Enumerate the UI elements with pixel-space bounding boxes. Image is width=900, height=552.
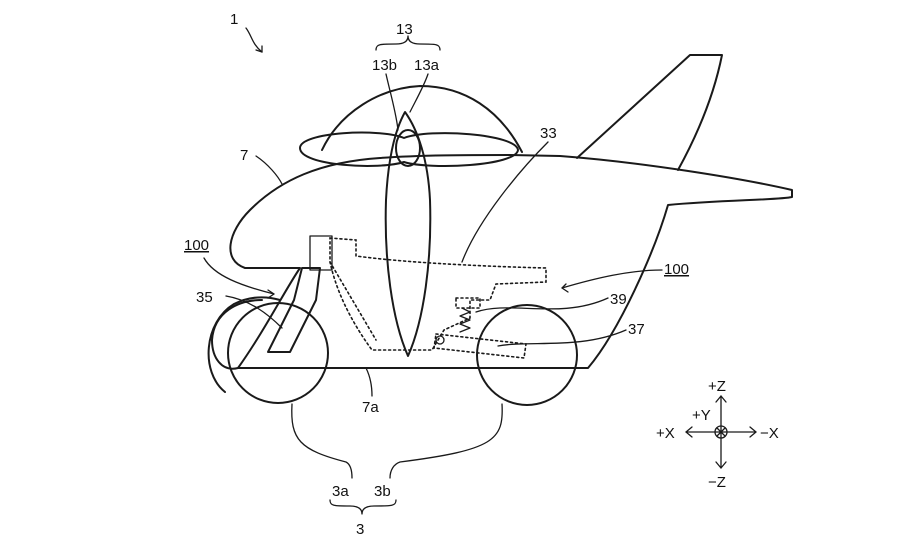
leader-13a (410, 74, 428, 112)
axis-plus-x: +X (656, 425, 675, 442)
label-100-right: 100 (664, 261, 689, 278)
label-39: 39 (610, 291, 627, 308)
label-37: 37 (628, 321, 645, 338)
propeller-blade-vertical (386, 112, 431, 356)
axis-indicator: +Z −Z +X −X +Y (656, 378, 779, 491)
leader-100-left-arrow (268, 290, 274, 298)
label-1: 1 (230, 11, 238, 28)
vehicle-body-outline (230, 155, 792, 368)
leader-7a (366, 368, 372, 396)
brace-3 (330, 500, 396, 514)
internal-frame (330, 238, 546, 350)
brace-13 (376, 36, 440, 50)
label-100-left: 100 (184, 237, 209, 254)
label-35: 35 (196, 289, 213, 306)
label-3: 3 (356, 521, 364, 538)
frame-diagonal (330, 262, 376, 340)
leader-7 (256, 156, 282, 184)
leader-100-right (562, 270, 662, 288)
axis-plus-z: +Z (708, 378, 726, 395)
label-3a: 3a (332, 483, 349, 500)
nose-lower (212, 300, 262, 369)
axis-minus-x: −X (760, 425, 779, 442)
tail-fin (577, 55, 722, 170)
label-13: 13 (396, 21, 413, 38)
propeller-hub (396, 130, 420, 166)
leader-3a (292, 404, 352, 478)
label-3b: 3b (374, 483, 391, 500)
label-13a: 13a (414, 57, 440, 74)
label-33: 33 (540, 125, 557, 142)
leader-13b (386, 74, 398, 130)
leader-39 (476, 298, 608, 312)
canopy-dome (322, 86, 522, 152)
label-7: 7 (240, 147, 248, 164)
axis-plus-y: +Y (692, 407, 711, 424)
fork-head (310, 236, 332, 270)
leader-1 (246, 28, 262, 52)
label-7a: 7a (362, 399, 379, 416)
label-13b: 13b (372, 57, 397, 74)
propeller-blade-horizontal (300, 133, 518, 166)
axis-minus-z: −Z (708, 474, 726, 491)
leader-3b (390, 404, 502, 478)
leader-100-right-arrow (562, 284, 568, 292)
leader-100-left (204, 258, 274, 294)
front-fender (209, 297, 280, 392)
